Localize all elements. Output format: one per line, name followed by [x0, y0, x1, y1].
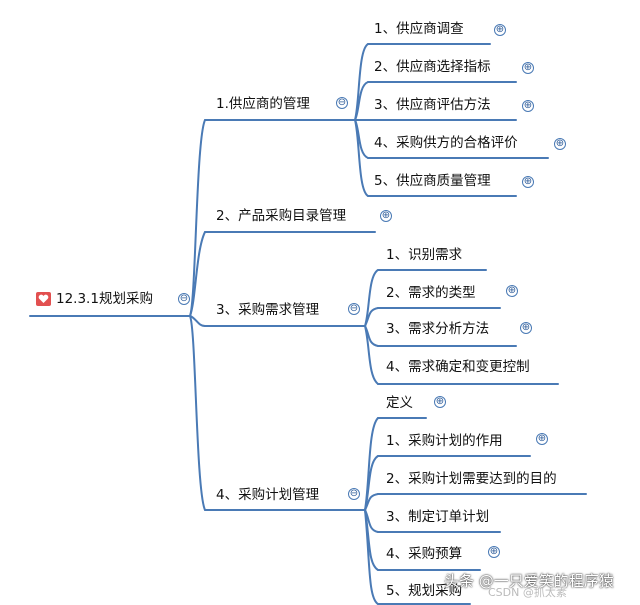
branch-4-child-2[interactable]: 2、采购计划需要达到的目的: [386, 471, 557, 487]
branch-2-node[interactable]: 2、产品采购目录管理: [216, 208, 347, 224]
branch-4-collapse-button[interactable]: ⊖: [348, 488, 360, 500]
heart-icon: [36, 292, 51, 306]
branch-1-child-4-expand-button[interactable]: ⊕: [554, 138, 566, 150]
branch-3-child-3[interactable]: 3、需求分析方法: [386, 321, 490, 337]
branch-4-child-definition-expand-button[interactable]: ⊕: [434, 396, 446, 408]
branch-3-child-3-expand-button[interactable]: ⊕: [520, 322, 532, 334]
branch-1-child-2[interactable]: 2、供应商选择指标: [374, 59, 491, 75]
branch-2-expand-button[interactable]: ⊕: [380, 210, 392, 222]
branch-1-collapse-button[interactable]: ⊖: [336, 97, 348, 109]
branch-1-child-3-expand-button[interactable]: ⊕: [522, 100, 534, 112]
branch-3-child-2[interactable]: 2、需求的类型: [386, 285, 476, 301]
root-node[interactable]: 12.3.1规划采购: [56, 291, 153, 307]
branch-1-child-5-expand-button[interactable]: ⊕: [522, 176, 534, 188]
branch-4-child-1[interactable]: 1、采购计划的作用: [386, 433, 503, 449]
branch-1-child-5[interactable]: 5、供应商质量管理: [374, 173, 491, 189]
branch-4-child-definition[interactable]: 定义: [386, 395, 413, 411]
branch-3-collapse-button[interactable]: ⊖: [348, 303, 360, 315]
branch-4-child-5[interactable]: 5、规划采购: [386, 583, 463, 599]
branch-3-node[interactable]: 3、采购需求管理: [216, 302, 320, 318]
watermark: 头条 @一只爱笑的程序猿: [444, 572, 614, 590]
branch-4-node[interactable]: 4、采购计划管理: [216, 487, 320, 503]
branch-1-node[interactable]: 1.供应商的管理: [216, 96, 310, 112]
branch-3-child-2-expand-button[interactable]: ⊕: [506, 285, 518, 297]
branch-4-child-1-expand-button[interactable]: ⊕: [536, 433, 548, 445]
branch-1-child-3[interactable]: 3、供应商评估方法: [374, 97, 491, 113]
branch-1-child-4[interactable]: 4、采购供方的合格评价: [374, 135, 518, 151]
branch-4-child-3[interactable]: 3、制定订单计划: [386, 509, 490, 525]
root-collapse-button[interactable]: ⊖: [178, 293, 190, 305]
branch-3-child-4[interactable]: 4、需求确定和变更控制: [386, 359, 530, 375]
branch-3-child-1[interactable]: 1、识别需求: [386, 247, 463, 263]
branch-4-child-4[interactable]: 4、采购预算: [386, 546, 463, 562]
branch-1-child-1[interactable]: 1、供应商调查: [374, 21, 464, 37]
branch-1-child-2-expand-button[interactable]: ⊕: [522, 62, 534, 74]
watermark-sub: CSDN @抓太素: [488, 586, 567, 599]
branch-1-child-1-expand-button[interactable]: ⊕: [494, 24, 506, 36]
branch-4-child-4-expand-button[interactable]: ⊕: [488, 546, 500, 558]
